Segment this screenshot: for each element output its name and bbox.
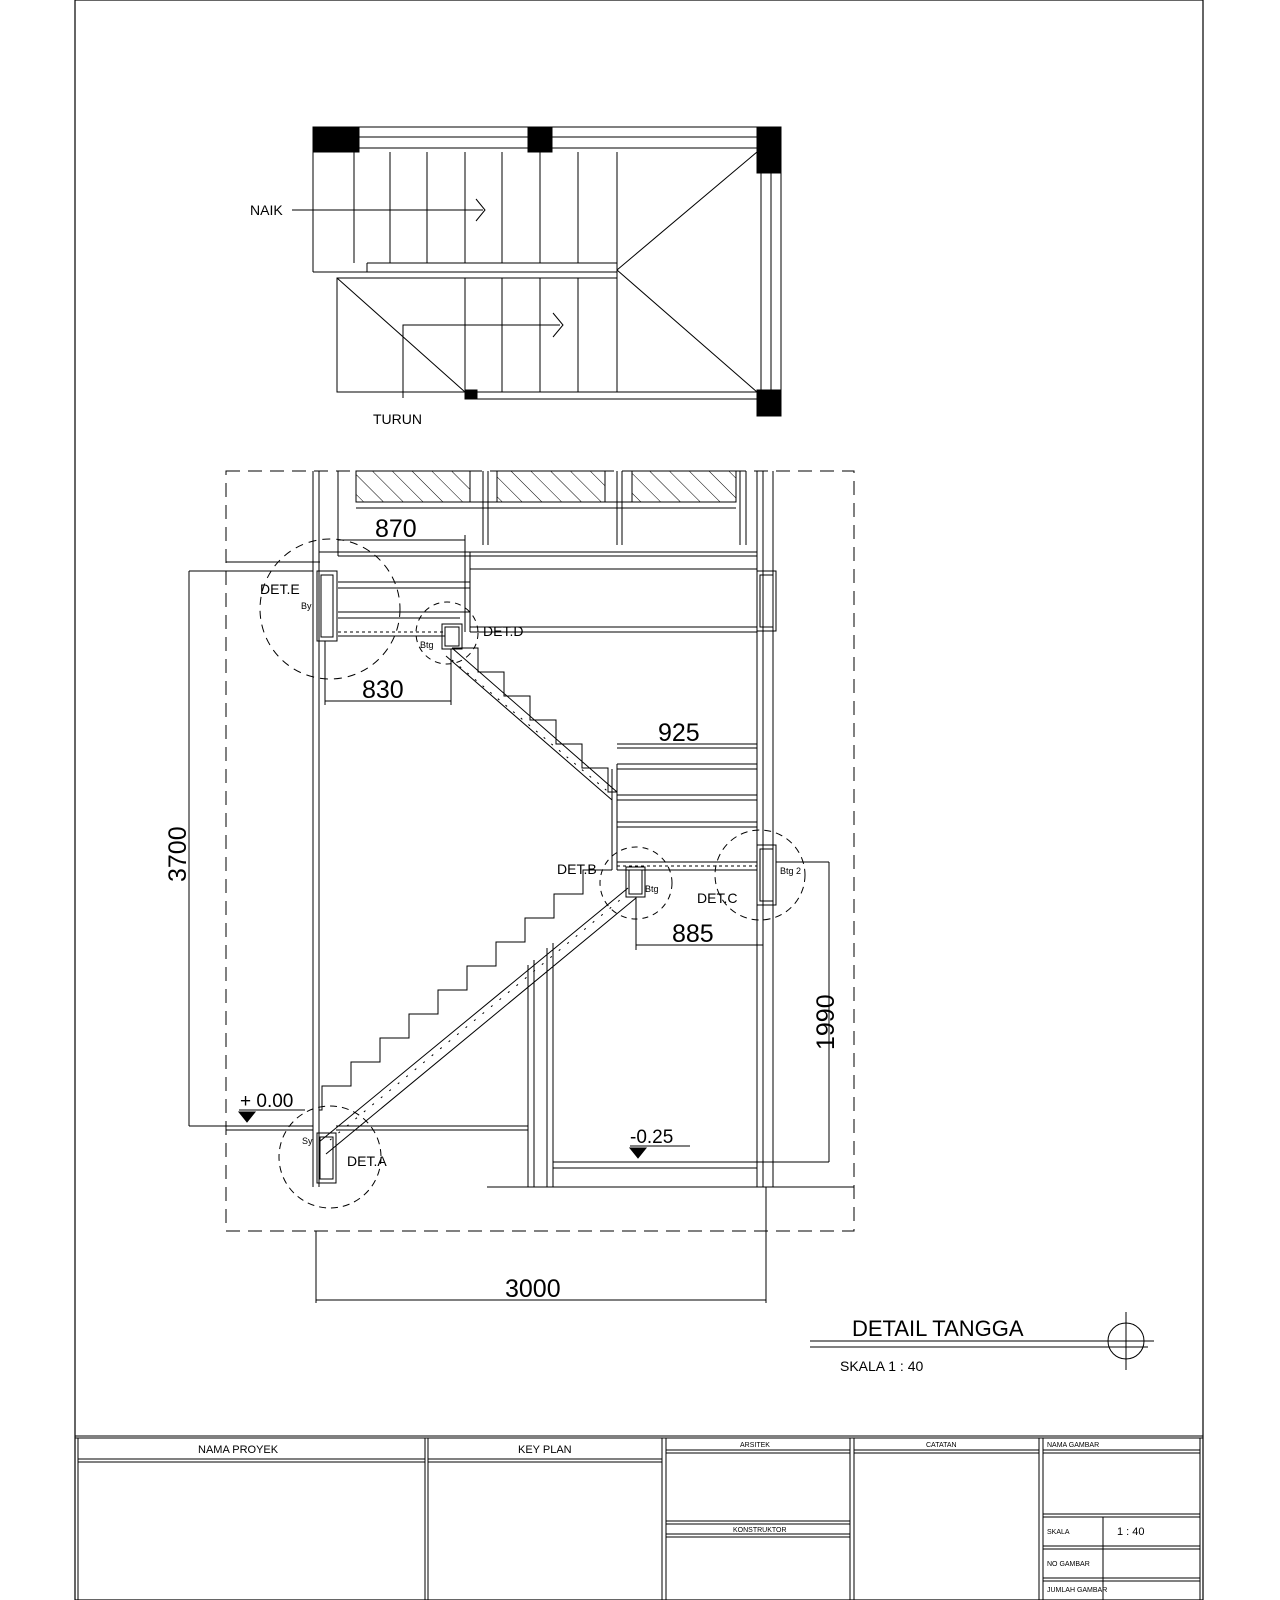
sheet-border	[74, 0, 1204, 1600]
detail-circle-c	[714, 829, 806, 921]
dimension-885: 885	[672, 920, 714, 948]
title-block-jumlah-gambar: JUMLAH GAMBAR	[1047, 1587, 1107, 1594]
beam-tag-btg-b: Btg	[645, 884, 659, 894]
turun-label: TURUN	[373, 411, 422, 427]
title-block-key-plan: KEY PLAN	[518, 1444, 572, 1456]
detail-label-e: DET.E	[260, 581, 300, 597]
title-block-konstruktor: KONSTRUKTOR	[733, 1527, 787, 1534]
plan-column	[312, 126, 360, 153]
beam-det-c	[756, 844, 777, 906]
plan-column	[756, 126, 782, 174]
plan-column	[756, 389, 782, 417]
hatched-panel	[355, 470, 471, 503]
title-block-no-gambar: NO GAMBAR	[1047, 1561, 1090, 1568]
level-marker-ground	[237, 1111, 257, 1123]
level-ground-label: + 0.00	[240, 1091, 293, 1112]
beam-tag-btg-d: Btg	[420, 640, 434, 650]
detail-label-d: DET.D	[483, 623, 523, 639]
beam-det-d	[441, 623, 463, 650]
title-block-nama-proyek: NAMA PROYEK	[198, 1444, 279, 1456]
title-block-skala-value: 1 : 40	[1117, 1526, 1145, 1538]
title-block	[75, 1435, 1203, 1600]
plan-column	[464, 389, 478, 400]
detail-label-c: DET.C	[697, 890, 737, 906]
drawing-title	[810, 1312, 1154, 1370]
stair-plan-view	[292, 126, 782, 417]
drawing-scale-text: SKALA 1 : 40	[840, 1358, 923, 1374]
beam-det-e	[316, 570, 338, 642]
title-block-arsitek: ARSITEK	[740, 1442, 770, 1449]
drawing-title-text: DETAIL TANGGA	[852, 1316, 1024, 1341]
stair-section-view	[188, 470, 855, 1303]
plan-column	[527, 126, 553, 153]
level-lower-label: -0.25	[630, 1127, 673, 1148]
dimension-1990: 1990	[812, 994, 840, 1050]
naik-label: NAIK	[250, 202, 283, 218]
dimension-830: 830	[362, 676, 404, 704]
detail-circle-a	[278, 1105, 382, 1209]
dimension-3700: 3700	[164, 826, 192, 882]
detail-label-a: DET.A	[347, 1153, 387, 1169]
detail-circle-e	[259, 538, 401, 680]
hatched-panel	[631, 470, 737, 503]
beam-det-a	[316, 1132, 337, 1184]
title-block-nama-gambar: NAMA GAMBAR	[1047, 1442, 1099, 1449]
title-block-catatan: CATATAN	[926, 1442, 957, 1449]
dimension-925: 925	[658, 719, 700, 747]
detail-label-b: DET.B	[557, 861, 597, 877]
beam-right-upper	[756, 570, 777, 632]
dimension-870: 870	[375, 515, 417, 543]
beam-tag-btg2-c: Btg 2	[780, 866, 801, 876]
hatched-panel	[496, 470, 606, 503]
level-marker-lower	[628, 1147, 648, 1159]
beam-tag-sy: Sy	[302, 1136, 313, 1146]
detail-circle-d	[415, 601, 479, 665]
beam-tag-by: By	[301, 601, 312, 611]
dimension-3000: 3000	[505, 1275, 561, 1303]
title-block-skala-label: SKALA	[1047, 1529, 1070, 1536]
